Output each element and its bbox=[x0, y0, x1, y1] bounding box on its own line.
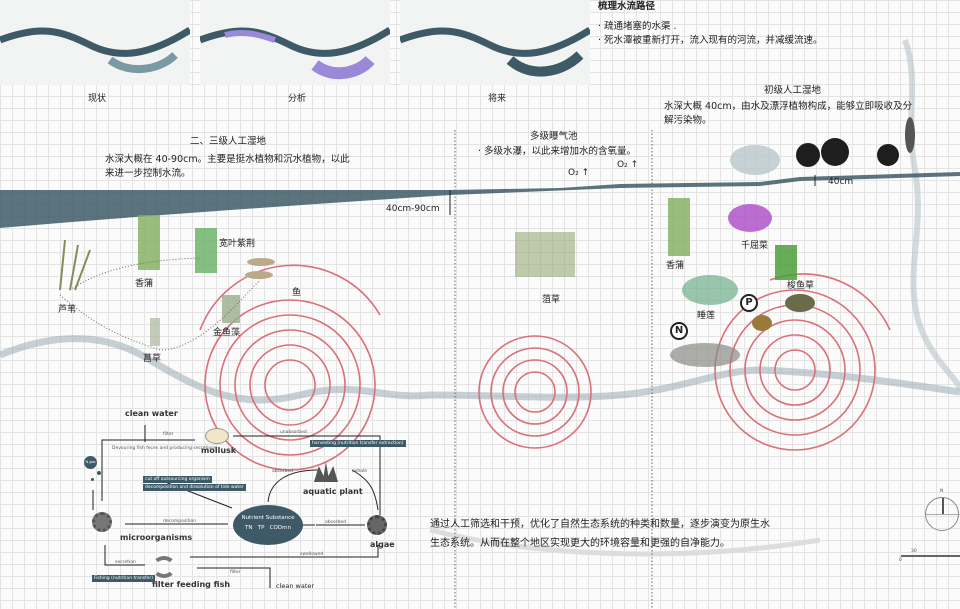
edge-tag: decomposition and dissolution of tide wa… bbox=[143, 484, 246, 491]
trees-icon bbox=[796, 117, 915, 167]
primary-wetland-desc: 水深大概 40cm，由水及漂浮植物构成，能够立即吸收及分 bbox=[664, 101, 913, 112]
clean-water-label: clean water bbox=[125, 409, 178, 418]
thumbnail-label: 现状 bbox=[88, 94, 107, 104]
river-branch bbox=[902, 38, 960, 391]
plant-illustrations bbox=[59, 198, 815, 367]
edge-label: absorbed bbox=[272, 469, 294, 474]
edge-label: unabsorbed bbox=[280, 430, 307, 435]
oxygen-label: O₂ ↑ bbox=[617, 160, 639, 170]
secondary-wetland-desc: 水深大概在 40-90cm。主要是挺水植物和沉水植物，以此 bbox=[105, 154, 350, 165]
river bbox=[0, 335, 960, 404]
primary-wetland-desc: 解污染物。 bbox=[664, 115, 712, 126]
aeration-pond-title: 多级曝气池 bbox=[530, 131, 578, 142]
nutrient-title: Nutrient Substance bbox=[241, 515, 295, 521]
oxygen-label: O₂ ↑ bbox=[568, 168, 590, 178]
aeration-pond-desc: · 多级水瀑，以此来增加水的含氧量。 bbox=[478, 146, 637, 157]
depth-label: 40cm bbox=[828, 177, 854, 187]
plant-label: 梭鱼草 bbox=[787, 281, 815, 291]
phosphorus-marker: P bbox=[740, 294, 758, 312]
edge-label: swallowed bbox=[300, 552, 324, 557]
cycle-arrows bbox=[92, 425, 381, 588]
edge-label: excretion bbox=[115, 560, 136, 565]
nutrient-items: TN TP CODmn bbox=[245, 525, 291, 531]
n-gas-bubble: N gas bbox=[84, 456, 97, 469]
edge-label: filter bbox=[230, 570, 241, 575]
scale-bar bbox=[901, 555, 960, 557]
scale-zero: 0 bbox=[899, 558, 902, 563]
edge-label: decomposition bbox=[163, 519, 197, 524]
water-path-point: · 死水潭被重新打开，流入现有的河流，并减缓流速。 bbox=[598, 35, 823, 46]
microorganisms-label: microorganisms bbox=[120, 533, 193, 542]
secondary-wetland-title: 二、三级人工湿地 bbox=[190, 136, 267, 147]
thumbnail-label: 分析 bbox=[288, 94, 307, 104]
plant-label: 菖草 bbox=[143, 354, 162, 364]
mollusk-icon bbox=[205, 428, 229, 444]
primary-wetland-title: 初级人工湿地 bbox=[764, 85, 822, 96]
edge-tag: Fishing (nutrition transfer) bbox=[92, 575, 155, 582]
fish-icon bbox=[152, 556, 176, 578]
plant-label: 千屈菜 bbox=[741, 241, 769, 251]
aquatic-plant-label: aquatic plant bbox=[303, 487, 363, 496]
edge-label: filter bbox=[163, 432, 174, 437]
edge-label: exhale bbox=[352, 469, 367, 474]
plant-label: 菹草 bbox=[542, 295, 561, 305]
water-path-title: 梳理水流路径 bbox=[598, 1, 656, 12]
plant-label: 宽叶紫荆 bbox=[219, 239, 256, 249]
compass-north: N bbox=[940, 489, 944, 494]
filter-fish-label: filter feeding fish bbox=[152, 580, 231, 589]
thumbnail-current bbox=[0, 0, 190, 85]
plant-label: 香蒲 bbox=[135, 279, 154, 289]
edge-tag: harvesting (nutrition transfer extractio… bbox=[310, 440, 406, 447]
thumbnail-label: 将来 bbox=[488, 94, 507, 104]
section-profile bbox=[0, 172, 960, 228]
treatment-rings-middle bbox=[478, 335, 592, 449]
edge-tag: cut off outsourcing organism bbox=[143, 476, 212, 483]
secondary-wetland-desc: 来进一步控制水流。 bbox=[105, 168, 191, 179]
water-path-point: · 疏通堵塞的水渠 . bbox=[598, 21, 677, 32]
thumbnail-future bbox=[400, 0, 590, 85]
nitrogen-marker: N bbox=[670, 322, 688, 340]
plant-label: 金鱼藻 bbox=[213, 328, 241, 338]
plant-label: 芦苇 bbox=[58, 305, 77, 315]
edge-label: Devouring fish feces and producing secre… bbox=[112, 446, 217, 451]
depth-label: 40cm-90cm bbox=[386, 204, 440, 214]
compass-icon bbox=[925, 497, 960, 531]
algae-icon bbox=[367, 515, 387, 535]
microorganism-icon bbox=[92, 512, 112, 532]
clean-water-label: clean water bbox=[276, 582, 315, 590]
plant-label: 鱼 bbox=[292, 288, 302, 298]
scale-mark: 30 bbox=[911, 549, 917, 554]
mollusk-label: mollusk bbox=[201, 446, 237, 455]
thumbnail-analysis bbox=[200, 0, 390, 85]
nutrient-substance-node: Nutrient Substance TN TP CODmn bbox=[233, 505, 303, 545]
treatment-rings-left bbox=[199, 264, 381, 471]
summary-text: 通过人工筛选和干预，优化了自然生态系统的种类和数量，逐步演变为原生水 bbox=[430, 519, 770, 530]
edge-label: absorbed bbox=[325, 520, 347, 525]
summary-text: 生态系统。从而在整个地区实现更大的环境容量和更强的自净能力。 bbox=[430, 538, 730, 549]
plant-label: 睡莲 bbox=[697, 311, 716, 321]
algae-label: algae bbox=[370, 540, 395, 549]
plant-label: 香蒲 bbox=[666, 261, 685, 271]
